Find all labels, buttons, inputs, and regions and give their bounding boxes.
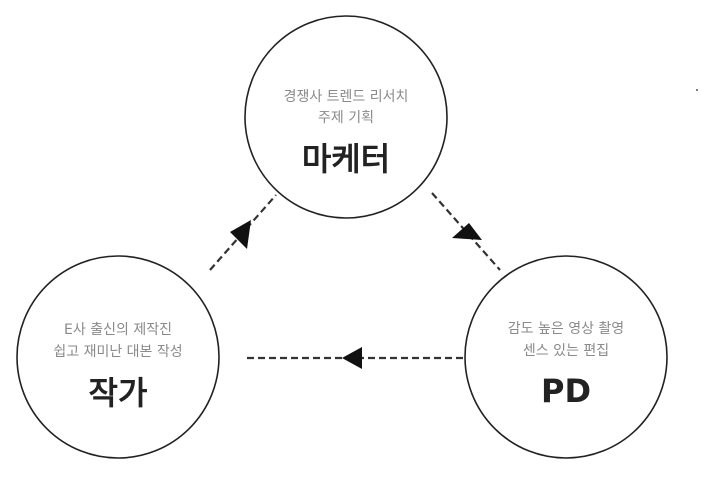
node-marketer-circle <box>244 15 448 219</box>
node-writer-desc-line2: 쉽고 재미난 대본 작성 <box>53 344 182 360</box>
node-pd-desc-line1: 감도 높은 영상 촬영 <box>508 321 624 337</box>
arrowhead-marketer-to-pd <box>452 223 482 240</box>
arrowhead-pd-to-writer <box>342 347 362 369</box>
decorative-dot <box>696 89 698 91</box>
node-writer-title: 작가 <box>89 374 148 412</box>
node-pd: 감도 높은 영상 촬영 센스 있는 편집 PD <box>464 255 668 459</box>
node-marketer-desc-line1: 경쟁사 트렌드 리서치 <box>284 89 409 105</box>
node-pd-desc-line2: 센스 있는 편집 <box>523 343 609 359</box>
node-writer-circle <box>16 255 220 459</box>
node-writer-desc-line1: E사 출신의 제작진 <box>64 322 172 338</box>
node-marketer-desc-line2: 주제 기획 <box>318 110 374 126</box>
node-writer: E사 출신의 제작진 쉽고 재미난 대본 작성 작가 <box>16 255 220 459</box>
node-pd-circle <box>464 255 668 459</box>
node-marketer: 경쟁사 트렌드 리서치 주제 기획 마케터 <box>244 15 448 219</box>
connector-marketer-to-pd <box>431 192 501 271</box>
arrowhead-writer-to-marketer <box>230 220 251 249</box>
node-pd-title: PD <box>541 372 591 410</box>
node-marketer-title: 마케터 <box>302 140 390 178</box>
